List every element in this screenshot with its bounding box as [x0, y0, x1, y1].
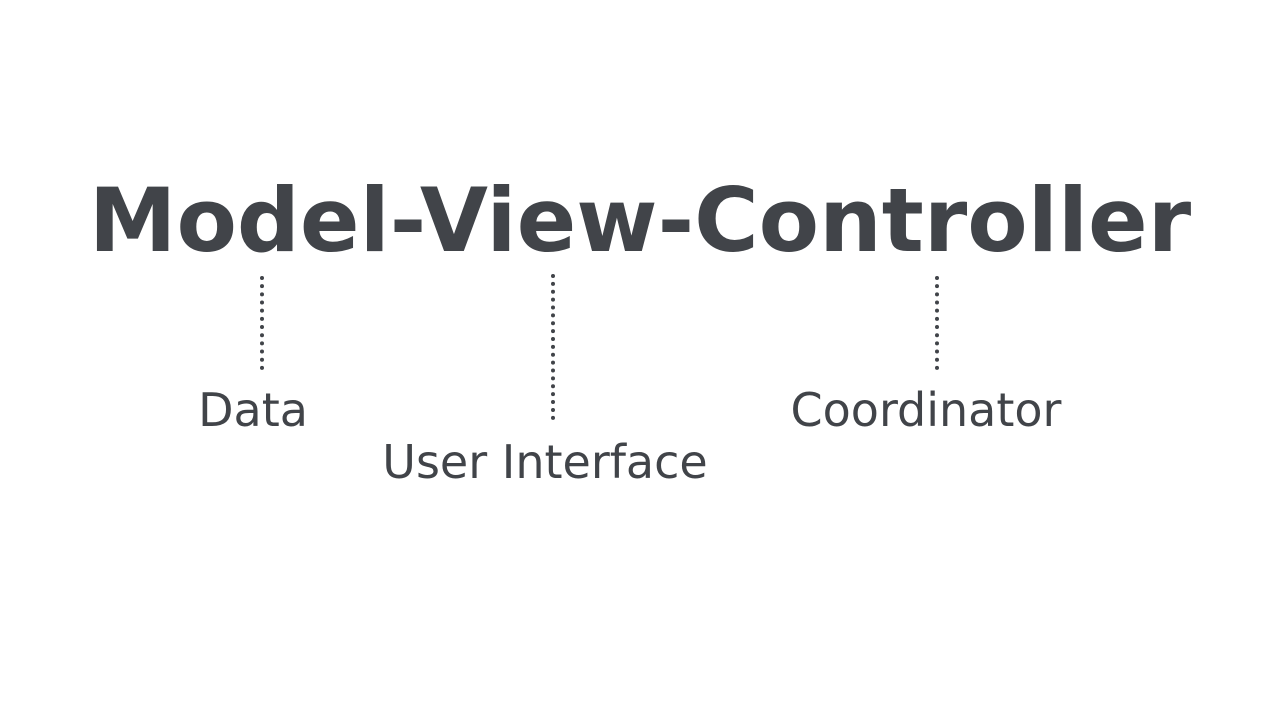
controller-description-label: Coordinator — [790, 383, 1062, 437]
model-connector-line — [260, 276, 264, 370]
view-description-label: User Interface — [382, 435, 708, 489]
controller-connector-line — [935, 276, 939, 370]
diagram-title: Model-View-Controller — [88, 169, 1192, 272]
model-description-label: Data — [198, 383, 308, 437]
view-connector-line — [551, 274, 555, 420]
